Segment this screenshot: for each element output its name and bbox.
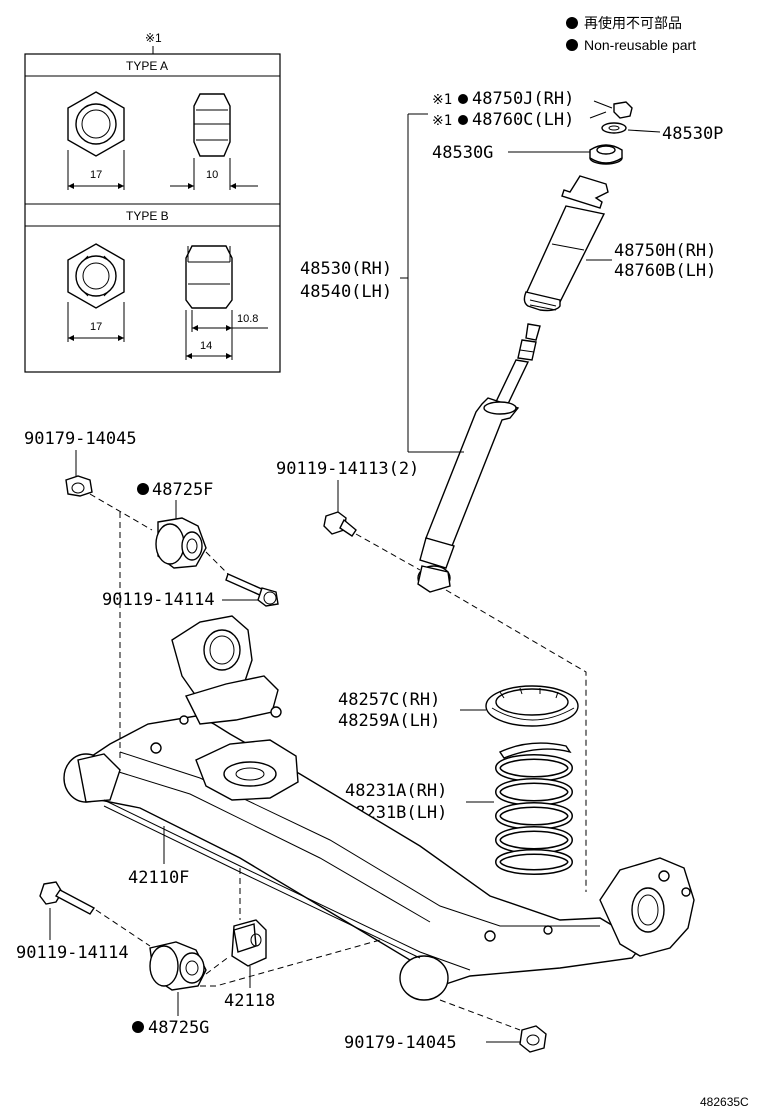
- stabilizer-bushing: [231, 919, 267, 967]
- legend-jp: 再使用不可部品: [584, 15, 682, 31]
- type-a-width-dim: 17: [90, 169, 102, 181]
- upper-cushion: [589, 144, 623, 165]
- legend: 再使用不可部品 Non-reusable part: [566, 15, 696, 53]
- label-48530P: 48530P: [662, 124, 723, 144]
- bushing-upper: [155, 517, 207, 569]
- non-reusable-dot-icon: [566, 39, 578, 51]
- flange-nut-bottom: [519, 1025, 547, 1053]
- label-48760B: 48760B(LH): [614, 261, 716, 281]
- type-a-nut-side: [193, 93, 231, 157]
- label-48530: 48530(RH): [300, 259, 392, 279]
- label-90179-top: 90179-14045: [24, 429, 137, 449]
- label-90119-lower: 90119-14114: [16, 943, 129, 963]
- label-48750J: 48750J(RH): [472, 89, 574, 109]
- label-90179-bottom: 90179-14045: [344, 1033, 457, 1053]
- type-b-label: TYPE B: [126, 209, 169, 223]
- type-a-label: TYPE A: [126, 59, 168, 73]
- label-90119-14113: 90119-14113(2): [276, 459, 419, 479]
- assembly-lines: [89, 493, 587, 1031]
- bolt-upper: [225, 573, 279, 607]
- mark-rh: ※1: [432, 92, 452, 108]
- bolt-lower: [39, 881, 96, 915]
- type-b-dim1: 10.8: [237, 313, 258, 325]
- type-b-dim2: 14: [200, 340, 212, 352]
- label-48257C: 48257C(RH): [338, 690, 440, 710]
- dust-boot: [523, 175, 609, 312]
- label-48259A: 48259A(LH): [338, 711, 440, 731]
- type-a-height-dim: 10: [206, 169, 218, 181]
- label-48530G: 48530G: [432, 143, 493, 163]
- non-reusable-dot-icon: [458, 115, 468, 125]
- shock-rod: [492, 323, 541, 409]
- shock-absorber-group: [400, 100, 661, 593]
- type-b-width-dim: 17: [90, 321, 102, 333]
- type-b-nut-side: [185, 245, 233, 309]
- washer: [601, 122, 627, 134]
- nut-box-mark: ※1: [145, 31, 162, 45]
- right-pivot-eye: [399, 955, 449, 1001]
- label-42110F: 42110F: [128, 868, 189, 888]
- bolt-shock: [323, 511, 357, 537]
- legend-en: Non-reusable part: [584, 37, 696, 53]
- non-reusable-dot-icon: [132, 1021, 144, 1033]
- label-48725G: 48725G: [148, 1018, 209, 1038]
- axle-beam: [63, 615, 695, 1001]
- nut-type-box: ※1 TYPE A TYPE B 17 10: [24, 31, 281, 373]
- label-48760C: 48760C(LH): [472, 110, 574, 130]
- label-48231A: 48231A(RH): [345, 781, 447, 801]
- shock-body: [417, 397, 520, 593]
- top-nut: [613, 101, 633, 119]
- non-reusable-dot-icon: [137, 483, 149, 495]
- label-48540: 48540(LH): [300, 282, 392, 302]
- non-reusable-dot-icon: [458, 94, 468, 104]
- label-42118: 42118: [224, 991, 275, 1011]
- label-48725F: 48725F: [152, 480, 213, 500]
- label-90119-upper: 90119-14114: [102, 590, 215, 610]
- spring-seat: [485, 685, 579, 727]
- coil-spring: [495, 742, 573, 875]
- diagram-code: 482635C: [700, 1095, 749, 1109]
- mark-lh: ※1: [432, 113, 452, 129]
- label-48750H: 48750H(RH): [614, 241, 716, 261]
- flange-nut-top: [65, 475, 93, 497]
- non-reusable-dot-icon: [566, 17, 578, 29]
- bushing-lower: [149, 941, 207, 991]
